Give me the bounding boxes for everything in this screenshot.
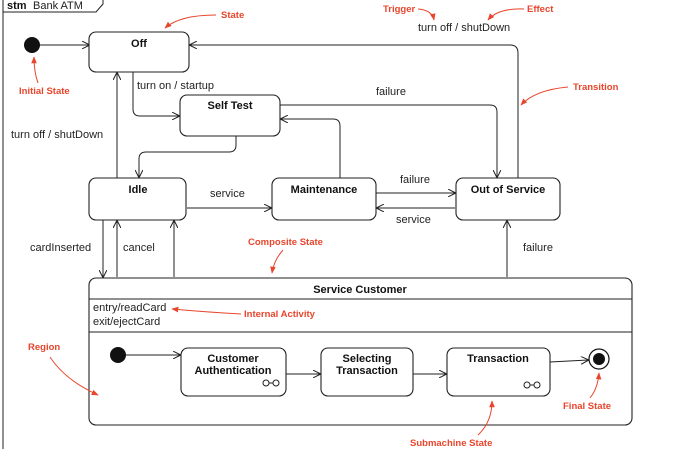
- label-service-oos-maint: service: [396, 214, 431, 226]
- state-idle-label: Idle: [129, 184, 148, 196]
- annotation-effect-arrow: [487, 8, 525, 21]
- annotation-initial-state-arrow: [31, 56, 39, 84]
- transition-labels: turn off / shutDown turn on / startup tu…: [11, 22, 553, 254]
- transitions: [40, 45, 519, 277]
- state-out-of-service-label: Out of Service: [471, 184, 546, 196]
- initial-state: [24, 37, 40, 53]
- state-idle: Idle: [88, 177, 187, 221]
- annotation-submachine-state-arrow: [477, 400, 495, 436]
- composite-state-service-customer: Service Customer entry/readCard exit/eje…: [88, 277, 633, 426]
- annotation-submachine-state: Submachine State: [410, 438, 492, 449]
- annotation-final-state-arrow: [589, 372, 602, 399]
- annotation-trigger-arrow: [417, 8, 436, 21]
- label-turn-off-top: turn off / shutDown: [418, 22, 510, 34]
- diagram-frame: stm Bank ATM: [2, 0, 104, 449]
- state-out-of-service: Out of Service: [455, 177, 561, 221]
- annotation-transition: Transition: [573, 82, 619, 93]
- annotation-region-arrow: [49, 356, 99, 396]
- annotation-internal-activity-arrow: [171, 306, 242, 315]
- final-state: [588, 348, 610, 370]
- selecting-transaction-line2: Transaction: [336, 365, 398, 377]
- annotation-state: State: [221, 10, 244, 21]
- off-to-selftest-arrow: [132, 72, 179, 116]
- label-turn-off-left: turn off / shutDown: [11, 129, 103, 141]
- annotation-trigger: Trigger: [383, 4, 416, 15]
- annotation-effect: Effect: [527, 4, 554, 15]
- service-customer-title: Service Customer: [313, 284, 407, 296]
- state-self-test-label: Self Test: [207, 100, 252, 112]
- oos-to-off-arrow: [190, 45, 519, 178]
- annotation-transition-arrow: [520, 86, 569, 106]
- selftest-to-oos-arrow: [280, 104, 497, 177]
- selecting-transaction-line1: Selecting: [343, 353, 392, 365]
- state-maintenance-label: Maintenance: [291, 184, 358, 196]
- label-failure-sc-oos: failure: [523, 242, 553, 254]
- label-failure-maint-oos: failure: [400, 174, 430, 186]
- internal-activity-exit: exit/ejectCard: [93, 316, 160, 328]
- submachine-icon: [523, 381, 541, 389]
- annotation-state-arrow: [164, 14, 217, 29]
- submachine-icon: [262, 379, 280, 387]
- annotation-initial-state: Initial State: [19, 86, 70, 97]
- annotation-composite-state: Composite State: [248, 237, 323, 248]
- frame-name: Bank ATM: [33, 0, 83, 12]
- maint-to-selftest-arrow: [281, 119, 341, 178]
- frame-keyword: stm: [7, 0, 27, 12]
- state-off: Off: [88, 31, 190, 73]
- annotations: State Trigger Effect Initial State Trans…: [19, 4, 619, 449]
- state-selecting-transaction: Selecting Transaction: [320, 347, 414, 397]
- annotation-composite-state-arrow: [270, 249, 284, 274]
- state-maintenance: Maintenance: [271, 177, 377, 221]
- annotation-internal-activity: Internal Activity: [244, 309, 316, 320]
- customer-authentication-line1: Customer: [207, 353, 259, 365]
- region-initial-state: [110, 347, 126, 363]
- label-failure-top: failure: [376, 86, 406, 98]
- transaction-label: Transaction: [467, 353, 529, 365]
- annotation-final-state: Final State: [563, 401, 611, 412]
- annotation-region: Region: [28, 342, 60, 353]
- label-card-inserted: cardInserted: [30, 242, 91, 254]
- state-off-label: Off: [131, 38, 147, 50]
- customer-authentication-line2: Authentication: [195, 365, 272, 377]
- state-self-test: Self Test: [179, 94, 281, 137]
- label-cancel: cancel: [123, 242, 155, 254]
- internal-activity-entry: entry/readCard: [93, 302, 166, 314]
- state-customer-authentication: Customer Authentication: [180, 347, 287, 397]
- transaction-to-final-arrow: [549, 360, 588, 362]
- selftest-to-idle-arrow: [139, 124, 237, 177]
- label-service-idle-maint: service: [210, 188, 245, 200]
- label-turn-on: turn on / startup: [137, 80, 214, 92]
- state-transaction: Transaction: [446, 347, 551, 397]
